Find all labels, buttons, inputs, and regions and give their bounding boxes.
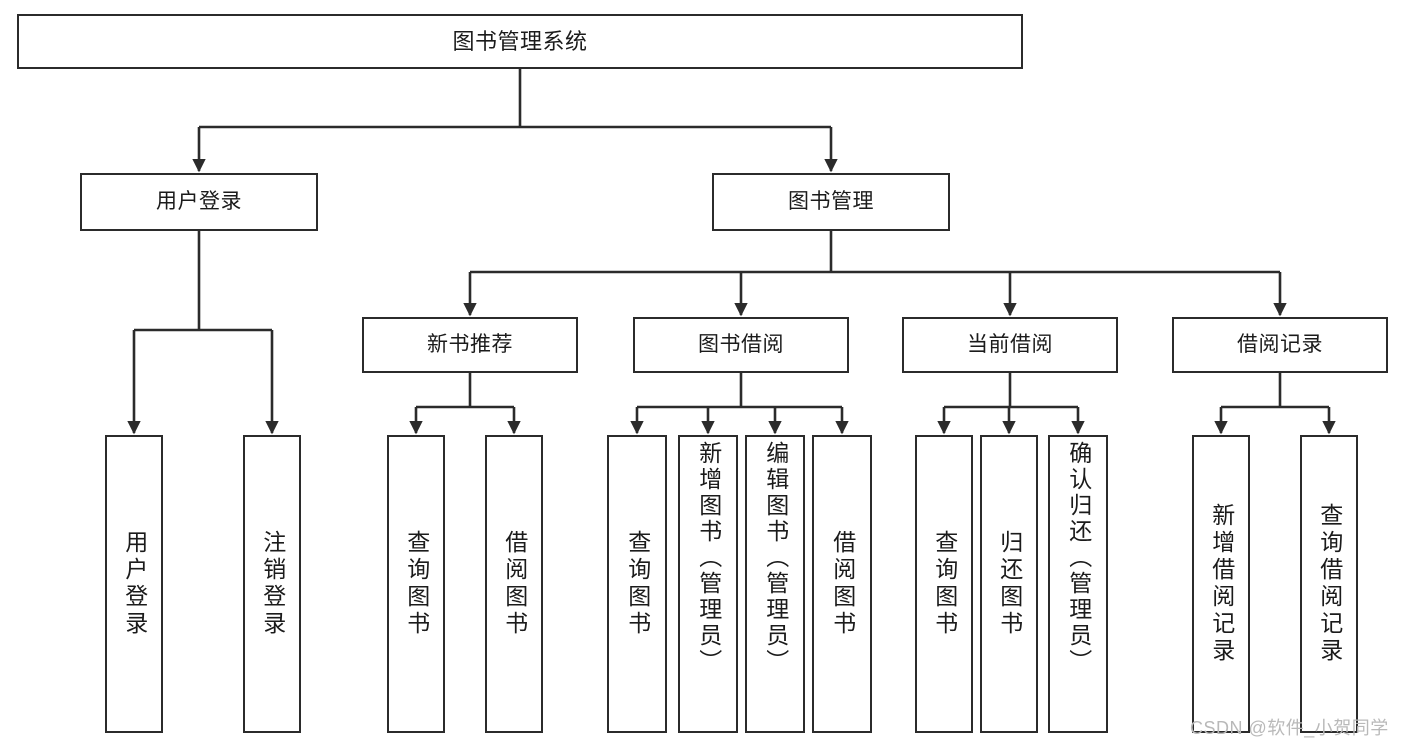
node-leaf-query-book-2[interactable]: 查询图书 (607, 435, 667, 733)
node-leaf-return-book[interactable]: 归还图书 (980, 435, 1038, 733)
node-leaf-borrow-book-1-label: 借阅图书 (501, 530, 528, 638)
node-leaf-query-book-3[interactable]: 查询图书 (915, 435, 973, 733)
node-leaf-logout[interactable]: 注销登录 (243, 435, 301, 733)
node-root-label: 图书管理系统 (452, 28, 588, 54)
node-leaf-logout-label: 注销登录 (259, 530, 286, 638)
node-user-login[interactable]: 用户登录 (80, 173, 318, 231)
node-leaf-add-book-label: 新增图书（管理员） (695, 441, 722, 675)
node-leaf-borrow-book-1[interactable]: 借阅图书 (485, 435, 543, 733)
node-book-management-label: 图书管理 (788, 189, 874, 213)
watermark-label: CSDN @软件_小贺同学 (1190, 718, 1389, 738)
node-leaf-borrow-book-2-label: 借阅图书 (829, 530, 856, 638)
node-leaf-query-book-2-label: 查询图书 (624, 530, 651, 638)
node-leaf-return-book-label: 归还图书 (996, 530, 1023, 638)
edge-group (127, 69, 1336, 435)
node-leaf-query-borrow-record[interactable]: 查询借阅记录 (1300, 435, 1358, 733)
node-leaf-add-book[interactable]: 新增图书（管理员） (678, 435, 738, 733)
node-new-book-recommend-label: 新书推荐 (427, 332, 513, 356)
node-leaf-edit-book-label: 编辑图书（管理员） (762, 441, 789, 675)
node-root[interactable]: 图书管理系统 (17, 14, 1023, 69)
node-book-borrow[interactable]: 图书借阅 (633, 317, 849, 373)
node-borrow-record[interactable]: 借阅记录 (1172, 317, 1388, 373)
node-leaf-borrow-book-2[interactable]: 借阅图书 (812, 435, 872, 733)
node-leaf-query-borrow-record-label: 查询借阅记录 (1316, 503, 1343, 665)
node-leaf-edit-book[interactable]: 编辑图书（管理员） (745, 435, 805, 733)
node-leaf-user-login-label: 用户登录 (121, 530, 148, 638)
node-leaf-query-book-1-label: 查询图书 (403, 530, 430, 638)
node-leaf-confirm-return-label: 确认归还（管理员） (1065, 441, 1092, 675)
node-current-borrow[interactable]: 当前借阅 (902, 317, 1118, 373)
node-leaf-query-book-3-label: 查询图书 (931, 530, 958, 638)
node-leaf-confirm-return[interactable]: 确认归还（管理员） (1048, 435, 1108, 733)
node-new-book-recommend[interactable]: 新书推荐 (362, 317, 578, 373)
node-book-borrow-label: 图书借阅 (698, 332, 784, 356)
node-leaf-add-borrow-record-label: 新增借阅记录 (1208, 503, 1235, 665)
node-user-login-label: 用户登录 (156, 189, 242, 213)
node-borrow-record-label: 借阅记录 (1237, 332, 1323, 356)
node-book-management[interactable]: 图书管理 (712, 173, 950, 231)
node-leaf-add-borrow-record[interactable]: 新增借阅记录 (1192, 435, 1250, 733)
node-current-borrow-label: 当前借阅 (967, 332, 1053, 356)
node-leaf-user-login[interactable]: 用户登录 (105, 435, 163, 733)
node-leaf-query-book-1[interactable]: 查询图书 (387, 435, 445, 733)
